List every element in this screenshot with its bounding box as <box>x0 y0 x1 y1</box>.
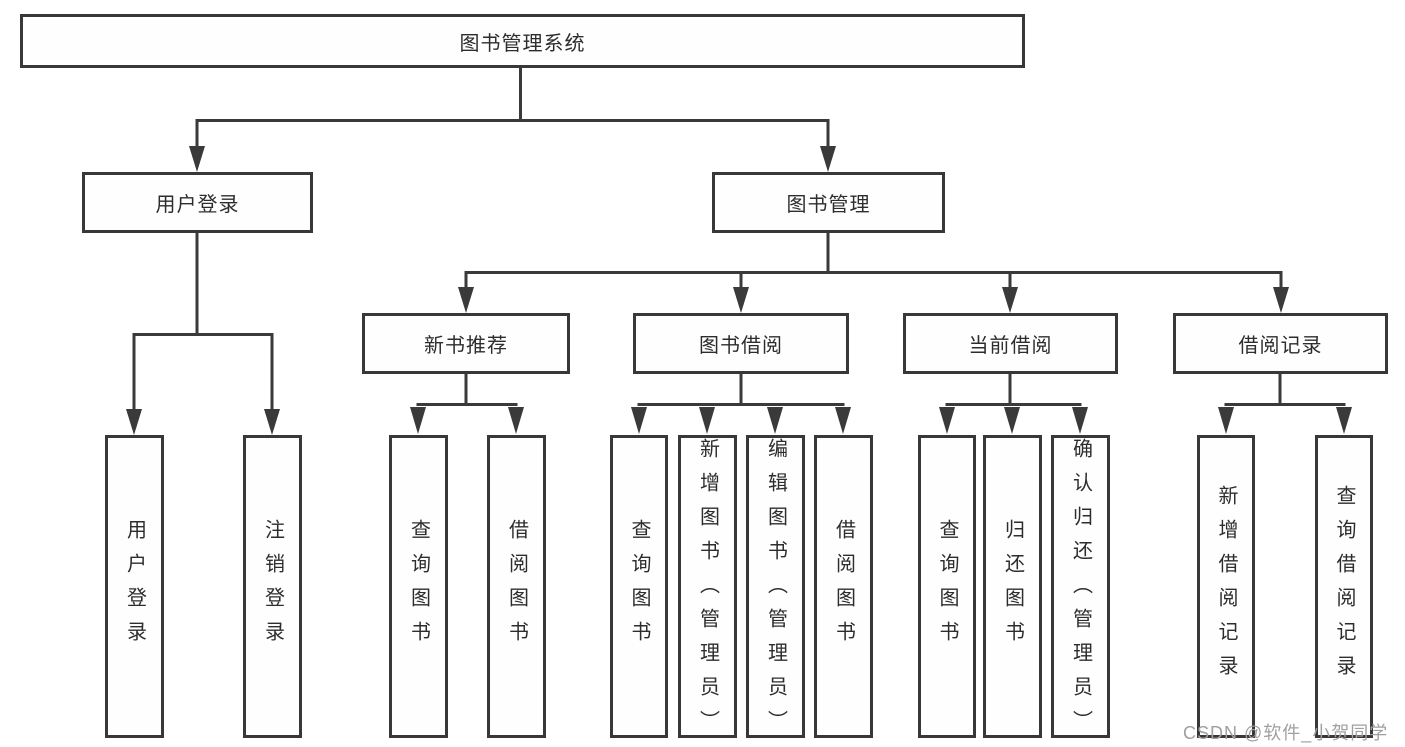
leaf-logout: 注销登录 <box>243 435 302 738</box>
arrowhead-icon <box>733 287 749 313</box>
arrowhead-icon <box>126 409 142 435</box>
arrowhead-icon <box>1002 287 1018 313</box>
arrowhead-icon <box>508 407 524 434</box>
arrowhead-icon <box>1072 407 1088 434</box>
arrowhead-icon <box>264 409 280 435</box>
arrowhead-icon <box>1273 287 1289 313</box>
arrowhead-icon <box>631 407 647 434</box>
arrowhead-icon <box>1336 407 1352 434</box>
leaf-add-borrow-record: 新增借阅记录 <box>1197 435 1255 738</box>
leaf-query-books-recommend: 查询图书 <box>389 435 448 738</box>
leaf-confirm-return-admin: 确认归还（管理员） <box>1051 435 1110 744</box>
node-borrowing-records: 借阅记录 <box>1173 313 1388 374</box>
leaf-edit-books-admin: 编辑图书（管理员） <box>746 435 805 744</box>
arrowhead-icon <box>939 407 955 434</box>
leaf-return-books: 归还图书 <box>983 435 1042 738</box>
arrowhead-icon <box>458 287 474 313</box>
node-user-login: 用户登录 <box>82 172 313 233</box>
leaf-borrow-books-borrowing: 借阅图书 <box>814 435 873 738</box>
leaf-query-books-borrowing: 查询图书 <box>610 435 668 738</box>
leaf-add-books-admin: 新增图书（管理员） <box>678 435 737 744</box>
arrowhead-icon <box>699 407 715 434</box>
node-book-management: 图书管理 <box>712 172 945 233</box>
leaf-user-login: 用户登录 <box>105 435 164 738</box>
leaf-query-borrow-record: 查询借阅记录 <box>1315 435 1373 738</box>
node-new-book-recommend: 新书推荐 <box>362 313 570 374</box>
leaf-query-books-current: 查询图书 <box>918 435 976 738</box>
watermark: CSDN @软件_小贺同学 <box>1183 723 1389 743</box>
arrowhead-icon <box>189 146 205 172</box>
node-book-management-system: 图书管理系统 <box>20 14 1025 68</box>
leaf-borrow-books-recommend: 借阅图书 <box>487 435 546 738</box>
arrowhead-icon <box>1218 407 1234 434</box>
arrowhead-icon <box>835 407 851 434</box>
node-book-borrowing: 图书借阅 <box>633 313 849 374</box>
arrowhead-icon <box>767 407 783 434</box>
arrowhead-icon <box>820 146 836 172</box>
arrowhead-icon <box>1004 407 1020 434</box>
arrowhead-icon <box>410 407 426 434</box>
node-current-borrowing: 当前借阅 <box>903 313 1118 374</box>
